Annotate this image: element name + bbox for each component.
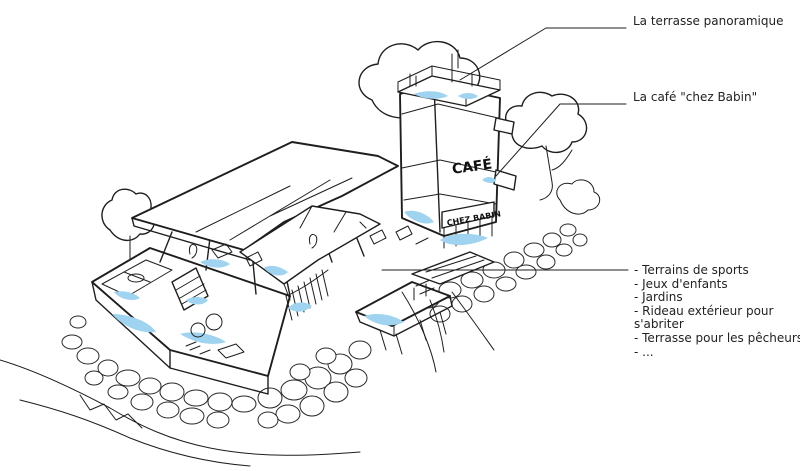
- curtain-blue: [288, 302, 312, 312]
- ground-blue: [440, 233, 488, 246]
- pier-posts: [379, 311, 447, 355]
- stair-rail: [413, 283, 427, 301]
- pavilion-blue-2: [264, 265, 288, 276]
- leader-terrasse: [459, 27, 627, 81]
- feature-item: s'abriter: [634, 317, 684, 332]
- label-terrace-panoramic: La terrasse panoramique: [633, 14, 784, 28]
- figure-2: [309, 233, 318, 249]
- deck-blue-1: [112, 314, 156, 333]
- bush-right: [556, 179, 601, 215]
- leader-cafe: [495, 103, 627, 177]
- terrace-blue: [414, 91, 448, 99]
- balcony-blue: [482, 177, 496, 183]
- fishing-line-1: [401, 291, 437, 373]
- platform: [91, 247, 291, 395]
- bench: [217, 343, 245, 359]
- roof-ribs: [195, 177, 353, 241]
- shore-line-2: [19, 399, 251, 467]
- feature-item: - Terrains de sports: [634, 263, 749, 277]
- fishing-line-2: [451, 291, 495, 351]
- rocky-shore: [0, 223, 588, 467]
- cafe-band: [441, 201, 495, 229]
- ramp-blue: [186, 297, 208, 305]
- tower-sign: CAFÉ: [451, 155, 493, 177]
- upper-terrace-lines: [425, 255, 485, 279]
- sports-court-midline: [123, 271, 151, 283]
- tree-right-trunk: [539, 145, 573, 201]
- tree-left: [101, 188, 156, 241]
- canopy-details: [283, 205, 347, 301]
- deck-furniture: [185, 341, 211, 355]
- shore-line: [0, 359, 361, 456]
- feature-list: - Terrains de sports - Jeux d'enfants - …: [634, 263, 800, 359]
- terrace-figures: [409, 69, 473, 87]
- feature-item: - Terrasse pour les pêcheurs: [634, 330, 800, 345]
- deck-blue-2: [180, 332, 226, 344]
- small-bush: [190, 322, 206, 338]
- leader-lines: [381, 27, 629, 271]
- pavilion-tables: [211, 243, 263, 267]
- tree-right: [504, 91, 588, 153]
- platform-deck: [91, 247, 291, 377]
- tower: CAFÉ CHEZ BABIN: [359, 49, 517, 249]
- feature-item: - Rideau extérieur pour: [634, 303, 774, 318]
- tower-floor-line-3: [403, 193, 497, 205]
- tower-corner: [433, 83, 441, 233]
- terrace-blue-2: [458, 93, 478, 99]
- ramp-steps: [175, 275, 207, 305]
- pavilion: [131, 141, 399, 321]
- pier-blue: [364, 314, 404, 326]
- tower-floor-line-1: [401, 103, 499, 119]
- rocks-left: [61, 315, 257, 429]
- fishing-line-3: [429, 299, 445, 353]
- curtain-rail: [285, 269, 329, 297]
- tower-terrace-tables: [359, 221, 429, 245]
- rocks-middle: [257, 340, 372, 429]
- feature-item: - Jeux d'enfants: [634, 276, 728, 291]
- flagpoles: [451, 49, 459, 71]
- balcony-upper: [493, 117, 515, 135]
- sports-court-circle: [127, 273, 145, 283]
- small-bush-2: [205, 313, 223, 331]
- feature-item: - Jardins: [634, 290, 683, 305]
- tower-floor-line-2: [401, 159, 497, 173]
- feature-item: - ...: [634, 344, 654, 359]
- label-cafe-chez-babin: La café "chez Babin": [633, 90, 758, 104]
- shore-zigzag: [79, 394, 143, 429]
- tower-blue: [404, 210, 434, 224]
- pier-bench: [415, 279, 435, 295]
- upper-terrace: [411, 251, 495, 285]
- pavilion-blue-1: [200, 259, 230, 268]
- fishing-pier: [355, 251, 495, 373]
- figure-1: [189, 243, 198, 259]
- court-blue: [114, 291, 140, 300]
- rocks-right: [416, 223, 588, 323]
